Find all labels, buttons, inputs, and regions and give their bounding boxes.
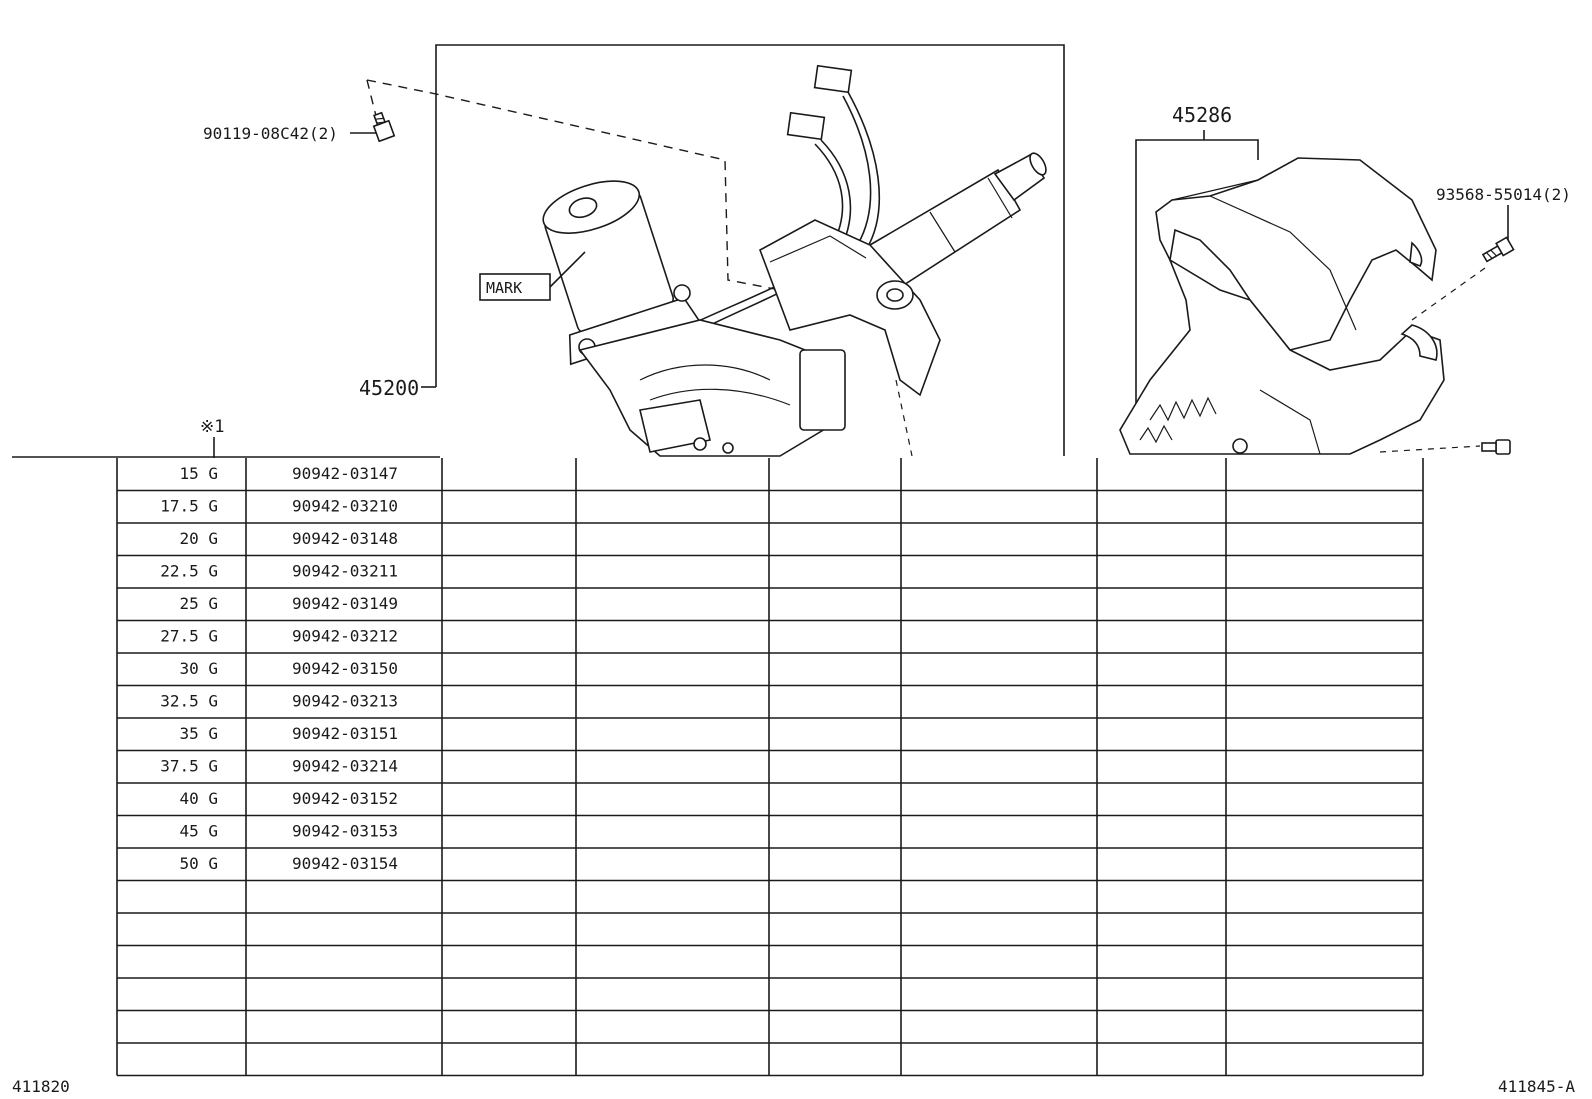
mark-label — [479, 251, 586, 301]
weight-cell: 50 G — [179, 854, 218, 873]
part-number-cell: 90942-03150 — [292, 659, 398, 678]
part-number-cell: 90942-03147 — [292, 464, 398, 483]
cover-bracket — [1135, 130, 1259, 454]
bolt-90119-icon — [350, 79, 781, 291]
table-row: 27.5 G 90942-03212 — [160, 627, 398, 646]
table-row: 40 G 90942-03152 — [179, 789, 398, 808]
table-row: 17.5 G 90942-03210 — [160, 497, 398, 516]
table-row: 32.5 G 90942-03213 — [160, 692, 398, 711]
table-row: 45 G 90942-03153 — [179, 822, 398, 841]
part-number-cell: 90942-03152 — [292, 789, 398, 808]
table-row: 35 G 90942-03151 — [179, 724, 398, 743]
part-number-cell: 90942-03213 — [292, 692, 398, 711]
footer-right-code: 411845-A — [1498, 1077, 1575, 1096]
note-symbol: ※1 — [200, 417, 224, 437]
part-number-cell: 90942-03212 — [292, 627, 398, 646]
screw-lower-icon — [1379, 439, 1511, 455]
weight-cell: 45 G — [179, 822, 218, 841]
weight-cell: 27.5 G — [160, 627, 218, 646]
table-row: 22.5 G 90942-03211 — [160, 562, 398, 581]
part-number-cell: 90942-03149 — [292, 594, 398, 613]
weight-cell: 32.5 G — [160, 692, 218, 711]
table-row: 30 G 90942-03150 — [179, 659, 398, 678]
weight-cell: 15 G — [179, 464, 218, 483]
callout-bolt-right: 93568-55014(2) — [1436, 185, 1571, 204]
footer-left-code: 411820 — [12, 1077, 70, 1096]
part-number-cell: 90942-03211 — [292, 562, 398, 581]
part-number-cell: 90942-03154 — [292, 854, 398, 873]
callout-cover: 45286 — [1172, 103, 1232, 127]
column-cover-illustration — [1119, 157, 1445, 455]
weight-table: 15 G 90942-03147 17.5 G 90942-03210 20 G 9094… — [160, 464, 398, 873]
table-row: 25 G 90942-03149 — [179, 594, 398, 613]
table-row: 37.5 G 90942-03214 — [160, 757, 398, 776]
weight-cell: 35 G — [179, 724, 218, 743]
weight-cell: 22.5 G — [160, 562, 218, 581]
part-number-cell: 90942-03153 — [292, 822, 398, 841]
part-number-cell: 90942-03148 — [292, 529, 398, 548]
table-row: 50 G 90942-03154 — [179, 854, 398, 873]
callout-column-assy: 45200 — [359, 376, 419, 400]
part-number-cell: 90942-03210 — [292, 497, 398, 516]
mark-text: MARK — [486, 279, 522, 297]
weight-cell: 17.5 G — [160, 497, 218, 516]
part-number-cell: 90942-03151 — [292, 724, 398, 743]
weight-cell: 30 G — [179, 659, 218, 678]
weight-cell: 37.5 G — [160, 757, 218, 776]
steering-column-illustration — [542, 64, 1047, 457]
table-row: 15 G 90942-03147 — [179, 464, 398, 483]
weight-cell: 20 G — [179, 529, 218, 548]
weight-cell: 25 G — [179, 594, 218, 613]
part-number-cell: 90942-03214 — [292, 757, 398, 776]
weight-cell: 40 G — [179, 789, 218, 808]
bolt-93568-icon — [1411, 205, 1515, 321]
weight-table-grid — [116, 458, 1424, 1077]
table-row: 20 G 90942-03148 — [179, 529, 398, 548]
column-assy-frame — [421, 44, 1065, 456]
callout-bolt-left: 90119-08C42(2) — [203, 124, 338, 143]
